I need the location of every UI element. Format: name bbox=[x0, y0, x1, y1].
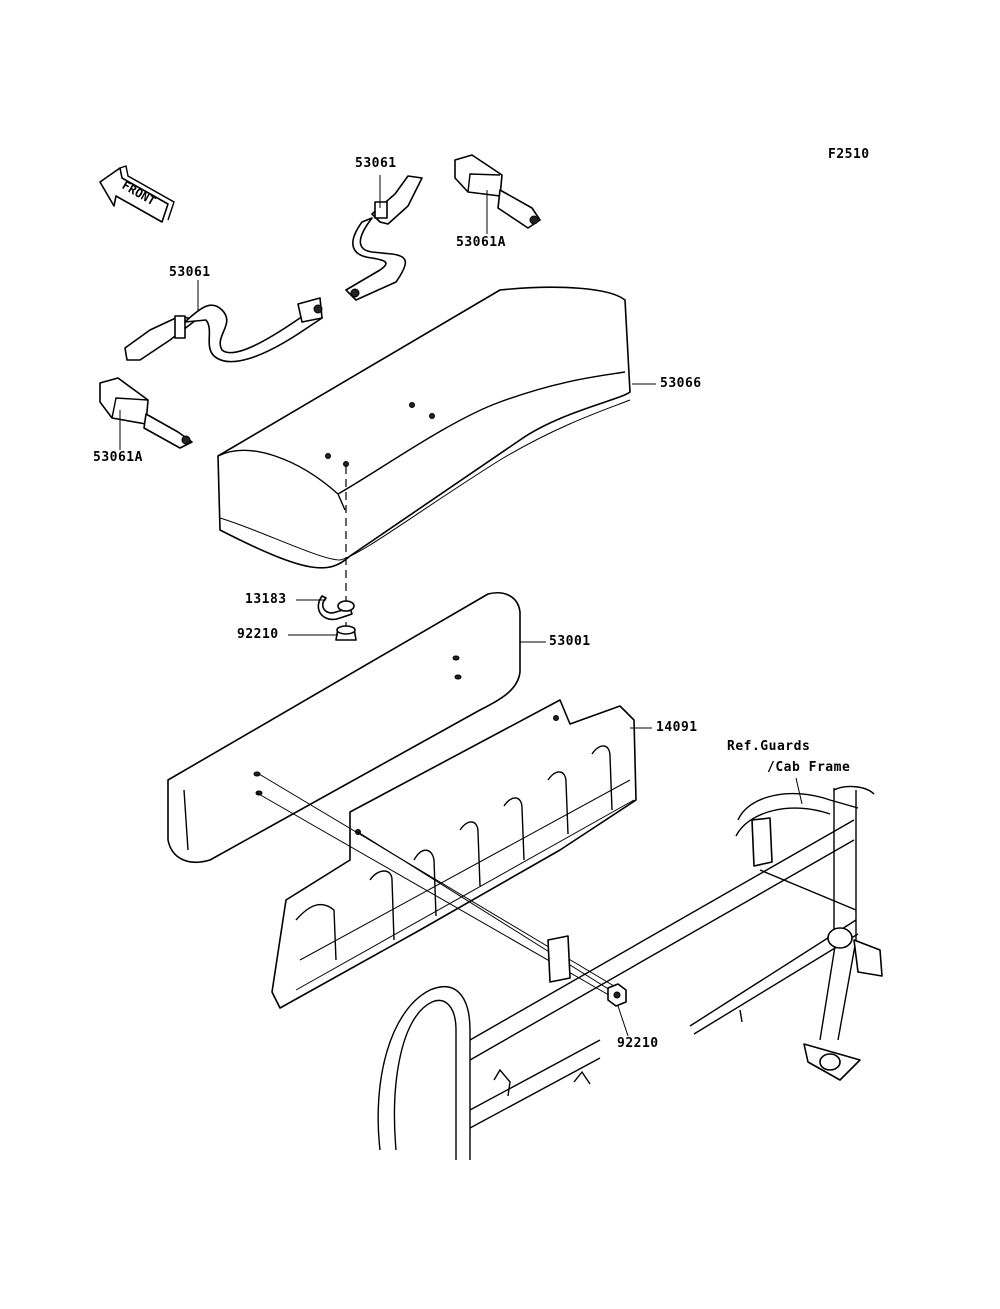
backrest-part bbox=[167, 592, 521, 864]
strap-left-part bbox=[124, 297, 323, 363]
callout-buckle-top: 53061A bbox=[456, 235, 506, 250]
callout-strap-left: 53061 bbox=[169, 265, 211, 280]
callout-nut-lower: 92210 bbox=[617, 1036, 659, 1051]
seat-cushion-part bbox=[217, 286, 631, 569]
nut-lower-part bbox=[607, 983, 627, 1007]
buckle-left-part bbox=[99, 377, 193, 449]
figure-id: F2510 bbox=[828, 147, 870, 162]
callout-nut-upper: 92210 bbox=[237, 627, 279, 642]
leader-lines bbox=[119, 175, 803, 1037]
callout-buckle-left: 53061A bbox=[93, 450, 143, 465]
callout-seat-cushion: 53066 bbox=[660, 376, 702, 391]
nut-upper-part bbox=[335, 625, 357, 641]
strap-top-part bbox=[345, 175, 423, 301]
callout-backrest: 53001 bbox=[549, 634, 591, 649]
callout-clip: 13183 bbox=[245, 592, 287, 607]
seat-plate-part bbox=[271, 699, 637, 1009]
buckle-top-part bbox=[454, 154, 541, 229]
callout-ref-line1: Ref.Guards bbox=[727, 739, 811, 754]
clip-part bbox=[317, 595, 355, 621]
callout-ref-line2: /Cab Frame bbox=[767, 760, 851, 775]
front-arrow-icon: FRONT bbox=[99, 165, 175, 223]
cab-frame-reference bbox=[377, 785, 883, 1160]
callout-seat-plate: 14091 bbox=[656, 720, 698, 735]
callout-strap-top: 53061 bbox=[355, 156, 397, 171]
